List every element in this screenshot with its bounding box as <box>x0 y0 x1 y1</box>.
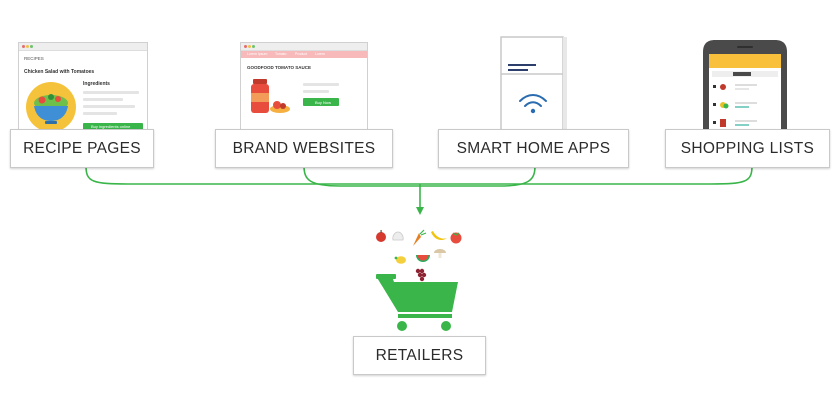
apple-icon <box>376 230 386 242</box>
connector-brand-websites <box>303 165 420 187</box>
brand-product-title: GOODFOOD TOMATO SAUCE <box>247 65 312 70</box>
connector-recipe-pages <box>85 165 420 185</box>
source-smart-home-apps: SMART HOME APPS <box>438 129 629 168</box>
browser-dot-icon <box>248 45 251 48</box>
buy-now-label: Buy Now <box>315 99 332 105</box>
browser-dot-icon <box>22 45 25 48</box>
buy-now-button[interactable]: Buy Now <box>303 98 339 106</box>
browser-dot-icon <box>252 45 255 48</box>
recipe-header: RECIPES <box>24 56 44 61</box>
watermelon-icon <box>416 255 430 262</box>
nav-item[interactable]: Tomato <box>275 52 287 56</box>
lemon-icon <box>394 256 406 264</box>
mushroom-icon <box>434 249 446 258</box>
browser-bar <box>19 43 147 51</box>
shopping-cart-icon <box>376 274 458 331</box>
tomato-icon <box>450 232 462 244</box>
garlic-icon <box>392 231 404 241</box>
arrow-head <box>416 207 424 215</box>
ingredient-line <box>83 112 117 115</box>
ingredients-heading: Ingredients <box>83 81 110 87</box>
banana-icon <box>431 231 447 240</box>
browser-bar <box>241 43 367 51</box>
recipe-title: Chicken Salad with Tomatoes <box>24 69 95 75</box>
connector-shopping-lists <box>420 165 753 185</box>
wifi-icon <box>519 94 547 114</box>
ingredient-line <box>83 91 139 94</box>
product-line <box>303 83 339 86</box>
source-shopping-lists: SHOPPING LISTS <box>665 129 830 168</box>
brand-nav-bar: Lorem Ipsum Tomato Product Lorem <box>241 51 367 58</box>
browser-dot-icon <box>30 45 33 48</box>
source-brand-websites: BRAND WEBSITES <box>215 129 393 168</box>
browser-dot-icon <box>26 45 29 48</box>
product-line <box>303 90 329 93</box>
buy-ingredients-label: Buy ingredients online <box>91 124 131 129</box>
smart-fridge-icon <box>500 36 567 136</box>
phone-shopping-list-icon <box>703 40 787 134</box>
connector-smart-home-apps <box>420 165 536 187</box>
target-retailers: RETAILERS <box>353 336 486 375</box>
ingredient-line <box>83 98 123 101</box>
nav-item[interactable]: Lorem Ipsum <box>247 52 268 56</box>
salad-bowl-icon <box>26 82 76 132</box>
recipe-page-mockup: RECIPES Chicken Salad with Tomatoes Ingr… <box>18 42 148 134</box>
brand-website-mockup: Lorem Ipsum Tomato Product Lorem GOODFOO… <box>240 42 368 134</box>
nav-item[interactable]: Lorem <box>315 52 325 56</box>
source-recipe-pages: RECIPE PAGES <box>10 129 154 168</box>
tomato-sauce-jar-icon <box>251 79 290 113</box>
grapes-icon <box>415 268 427 282</box>
carrot-icon <box>413 229 427 246</box>
buy-ingredients-button[interactable]: Buy ingredients online <box>83 123 143 131</box>
ingredient-line <box>83 105 135 108</box>
nav-item[interactable]: Product <box>295 52 308 56</box>
produce-icons <box>376 229 462 282</box>
browser-dot-icon <box>244 45 247 48</box>
